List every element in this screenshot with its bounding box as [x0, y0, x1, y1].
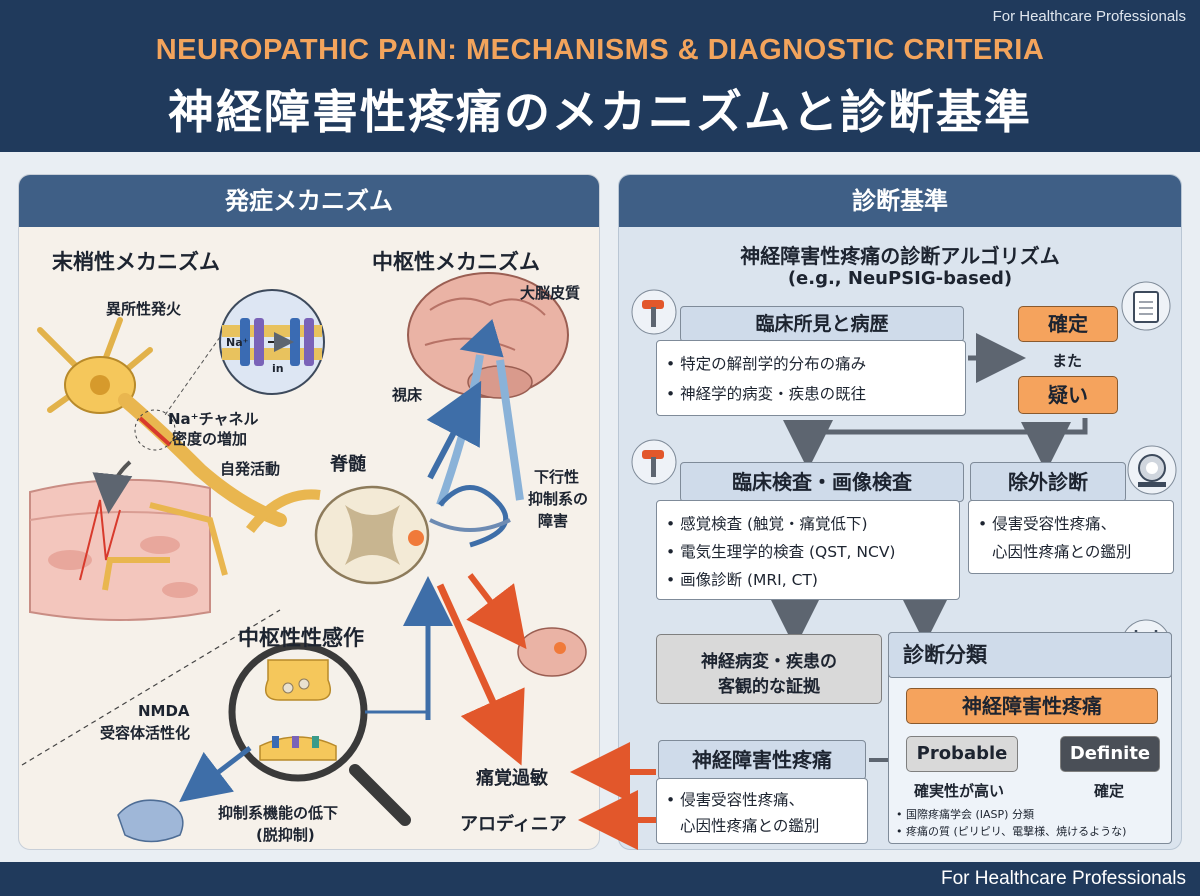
- np-item-1: • 侵害受容性疼痛、: [666, 791, 805, 809]
- exclusion-box: [968, 500, 1174, 574]
- exclusion-header: 除外診断: [970, 462, 1126, 502]
- mechanism-panel-title: 発症メカニズム: [19, 175, 599, 227]
- arrow-cord-to-thalamus: [426, 380, 482, 480]
- descending-label-3: 障害: [538, 512, 569, 530]
- definite-note: 確定: [1094, 782, 1125, 800]
- clinical-item-2: • 神経学的病変・疾患の既往: [666, 385, 867, 403]
- inhibition-label-1: 抑制系機能の低下: [218, 804, 339, 822]
- evidence-box: 神経病変・疾患の 客観的な証拠: [656, 634, 882, 704]
- spinal-cord-graphic: [246, 485, 511, 585]
- skin-tissue-graphic: [29, 478, 211, 621]
- arrow-to-small-brain: [466, 573, 527, 650]
- np-box: [656, 778, 868, 844]
- clipboard-icon: [1121, 281, 1171, 331]
- peripheral-title: 末梢性メカニズム: [52, 250, 220, 274]
- outcome-suspected: 疑い: [1018, 376, 1118, 414]
- outcome-confirmed: 確定: [1018, 306, 1118, 342]
- title-english: NEUROPATHIC PAIN: MECHANISMS & DIAGNOSTI…: [155, 34, 1045, 66]
- exclusion-item-1: • 侵害受容性疼痛、: [978, 515, 1117, 533]
- evidence-line-2: 客観的な証拠: [718, 677, 820, 697]
- exam-item-2: • 電気生理学的検査 (QST, NCV): [666, 543, 896, 561]
- in-label: in: [272, 362, 284, 375]
- algorithm-title: 神経障害性疼痛の診断アルゴリズム: [740, 244, 1060, 268]
- audience-label-bottom: For Healthcare Professionals: [941, 868, 1186, 889]
- outcome-or: また: [1052, 352, 1083, 370]
- nmda-label-1: NMDA: [138, 702, 190, 720]
- na-ion-label: Na⁺: [226, 336, 249, 349]
- na-channel-label: Na⁺チャネル: [168, 410, 259, 428]
- thalamus-label: 視床: [392, 386, 423, 404]
- allodynia-label: アロディニア: [460, 814, 567, 835]
- arrow-to-inhibition: [179, 746, 252, 803]
- np-box-header: 神経障害性疼痛: [658, 740, 866, 780]
- np-item-2: 心因性疼痛との鑑別: [680, 817, 820, 835]
- spinal-cord-label: 脊髄: [330, 454, 366, 475]
- sodium-channel-magnifier: [164, 289, 325, 416]
- exam-box: [656, 500, 960, 600]
- sensitization-title: 中枢性性感作: [238, 626, 364, 650]
- hyperalgesia-label: 痛覚過敏: [476, 768, 548, 789]
- classification-note-1: • 国際疼痛学会 (IASP) 分類: [896, 808, 1034, 821]
- clinical-findings-box: [656, 340, 966, 416]
- ectopic-label: 異所性発火: [106, 300, 182, 318]
- classification-header: 診断分類: [888, 632, 1172, 678]
- audience-label-top: For Healthcare Professionals: [992, 8, 1186, 25]
- synapse-magnifier: [228, 642, 411, 826]
- cortex-label: 大脳皮質: [520, 284, 581, 302]
- diagnosis-panel-title: 診断基準: [619, 175, 1181, 227]
- spontaneous-label: 自発活動: [220, 460, 281, 478]
- nmda-label-2: 受容体活性化: [100, 724, 191, 742]
- arrow-suspected-to-exam: [783, 418, 1088, 470]
- algorithm-subtitle: (e.g., NeuPSIG-based): [787, 268, 1013, 289]
- exam-item-1: • 感覚検査 (触覚・痛覚低下): [666, 515, 868, 533]
- arrow-neuron-to-skin: [92, 460, 133, 514]
- clinical-item-1: • 特定の解剖学的分布の痛み: [666, 355, 867, 373]
- classification-note-2: • 疼痛の質 (ピリピリ、電撃様、焼けるような): [896, 825, 1127, 838]
- neuron-graphic: [37, 317, 287, 591]
- central-title: 中枢性メカニズム: [372, 250, 540, 274]
- exclusion-item-2: 心因性疼痛との鑑別: [992, 543, 1132, 561]
- evidence-line-1: 神経病変・疾患の: [701, 652, 837, 672]
- exam-header: 臨床検査・画像検査: [680, 462, 964, 502]
- reflex-hammer-icon-2: [631, 439, 677, 485]
- mri-scanner-icon: [1127, 445, 1177, 495]
- definite-box: Definite: [1060, 736, 1160, 772]
- arrow-to-hyperalgesia: [436, 583, 525, 766]
- probable-box: Probable: [906, 736, 1018, 772]
- inhibition-label-2: (脱抑制): [256, 826, 315, 844]
- descending-label-2: 抑制系の: [528, 490, 589, 508]
- title-japanese: 神経障害性疼痛のメカニズムと診断基準: [168, 85, 1032, 139]
- descending-label-1: 下行性: [534, 468, 580, 486]
- exam-item-3: • 画像診断 (MRI, CT): [666, 571, 818, 589]
- footer-bar: For Healthcare Professionals: [0, 862, 1200, 896]
- small-brain-graphic: [517, 627, 587, 677]
- neuron-cell-graphic: [117, 799, 184, 843]
- arrow-cortex-pointer: [459, 319, 504, 358]
- probable-note: 確実性が高い: [914, 782, 1005, 800]
- reflex-hammer-icon: [631, 289, 677, 335]
- classification-np-label: 神経障害性疼痛: [906, 688, 1158, 724]
- clinical-findings-header: 臨床所見と病歴: [680, 306, 964, 342]
- header-banner: For Healthcare Professionals NEUROPATHIC…: [0, 0, 1200, 152]
- density-label: 密度の増加: [172, 430, 248, 448]
